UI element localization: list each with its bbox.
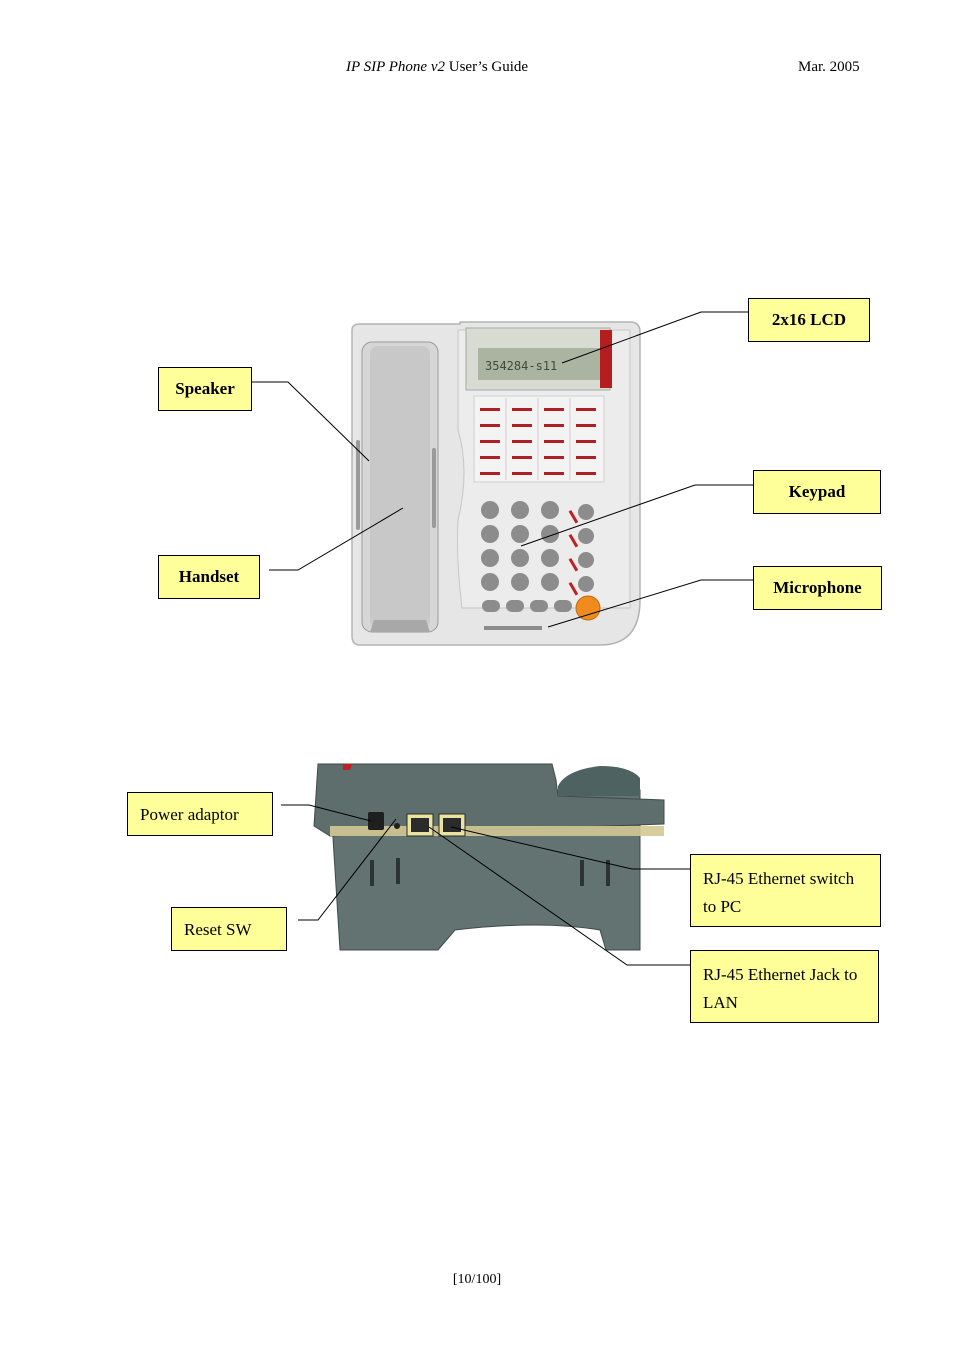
- page-number: [10/100]: [452, 1272, 502, 1287]
- title-rest: User’s Guide: [445, 59, 529, 75]
- reset-switch: [394, 823, 400, 829]
- handset: [361, 341, 439, 633]
- callout-keypad: Keypad: [753, 470, 881, 514]
- callout-power-adaptor: Power adaptor: [127, 792, 273, 836]
- callout-speaker: Speaker: [158, 367, 252, 411]
- callout-reset-sw: Reset SW: [171, 907, 287, 951]
- speaker-grille: [356, 440, 436, 530]
- numeric-keypad: [481, 501, 594, 612]
- microphone-slot: [484, 626, 542, 630]
- callout-rj45-pc: RJ-45 Ethernet switch to PC: [690, 854, 881, 927]
- function-key-accents: [568, 509, 579, 596]
- callout-rj45-lan: RJ-45 Ethernet Jack to LAN: [690, 950, 879, 1023]
- callout-handset: Handset: [158, 555, 260, 599]
- lcd-display: 354284-s11: [465, 327, 612, 391]
- document-date: Mar. 2005: [798, 59, 860, 75]
- callout-lcd: 2x16 LCD: [748, 298, 870, 342]
- callout-microphone: Microphone: [753, 566, 882, 610]
- lcd-text: 354284-s11: [485, 359, 557, 373]
- title-italic: IP SIP Phone v2: [346, 59, 446, 75]
- ip-phone-top-view: 354284-s11: [351, 321, 641, 646]
- ip-phone-side-view: [313, 763, 665, 951]
- power-jack: [368, 812, 384, 830]
- document-title: IP SIP Phone v2 User’s Guide: [346, 59, 528, 76]
- speakerphone-button: [575, 595, 601, 621]
- memory-keys: [473, 395, 605, 483]
- top-leader-lines: [252, 311, 753, 628]
- side-leader-lines: [281, 804, 690, 966]
